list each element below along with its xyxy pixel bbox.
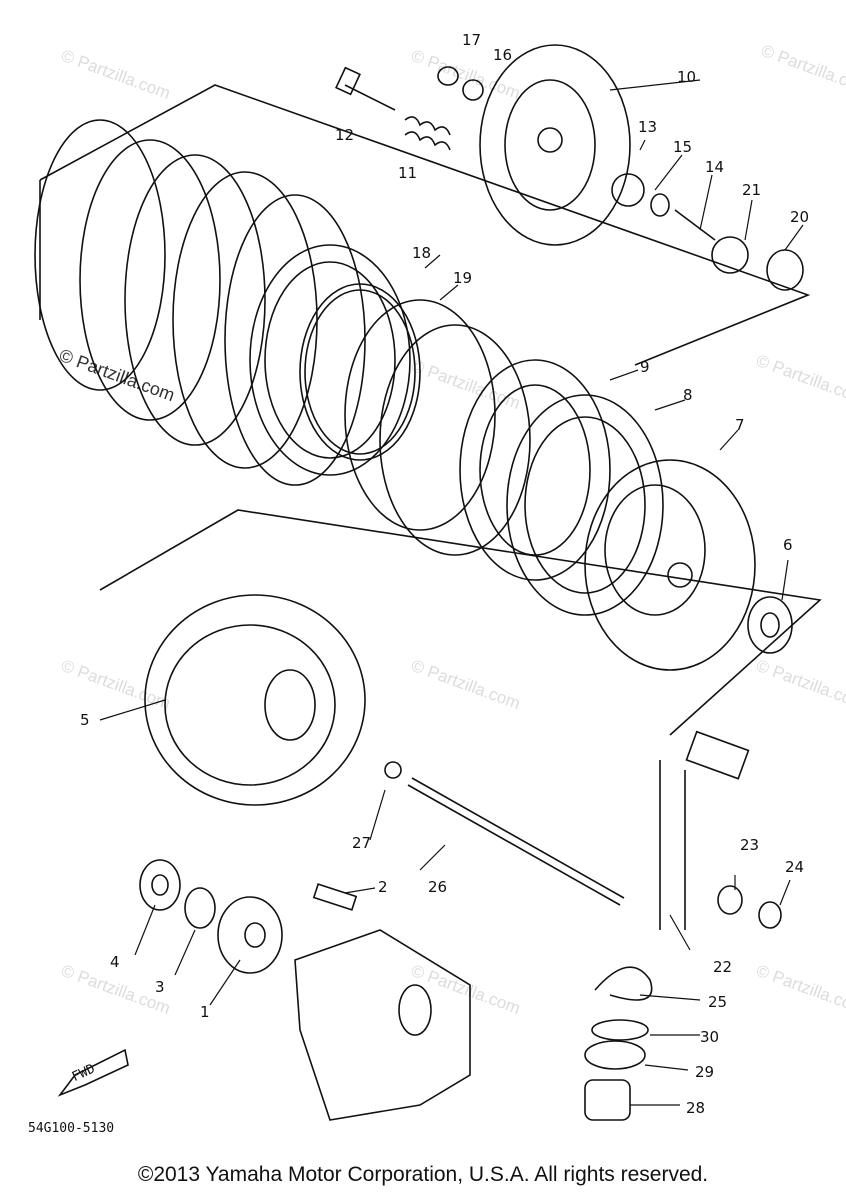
washer-4 <box>139 859 181 911</box>
lock-washer-20 <box>766 249 804 291</box>
spring-11 <box>404 116 451 151</box>
part-number-code: 54G100-5130 <box>28 1121 114 1136</box>
clutch-boss-7 <box>584 459 756 671</box>
watermark: © Partzilla.com <box>754 351 846 408</box>
callout-13: 13 <box>638 118 657 136</box>
oil-seal-23 <box>717 885 743 915</box>
callout-10: 10 <box>677 68 696 86</box>
callout-14: 14 <box>705 158 724 176</box>
callout-4: 4 <box>110 953 120 971</box>
callout-18: 18 <box>412 244 431 262</box>
callout-22: 22 <box>713 958 732 976</box>
friction-plates-upper <box>34 119 366 486</box>
collar-28 <box>584 1079 631 1121</box>
callout-23: 23 <box>740 836 759 854</box>
spring-25 <box>594 966 653 1001</box>
upper-assembly-frame <box>39 84 811 366</box>
gear-1 <box>217 896 283 974</box>
fwd-arrow-icon <box>57 1048 129 1097</box>
wire-ring-19 <box>299 283 421 461</box>
callout-6: 6 <box>783 536 793 554</box>
friction-plate-18 <box>249 244 411 476</box>
copyright-notice: ©2013 Yamaha Motor Corporation, U.S.A. A… <box>137 1163 709 1186</box>
callouts: 1 2 3 4 5 6 7 8 9 10 11 12 13 14 15 16 1… <box>80 31 809 1117</box>
pressure-plate-10 <box>479 44 631 246</box>
callout-20: 20 <box>790 208 809 226</box>
washer-3 <box>184 887 216 929</box>
callout-3: 3 <box>155 978 165 996</box>
circlip-15 <box>650 193 670 217</box>
circlip-30 <box>591 1019 649 1041</box>
callout-8: 8 <box>683 386 693 404</box>
callout-24: 24 <box>785 858 804 876</box>
nut-21 <box>711 236 749 274</box>
push-lever-shaft-22 <box>659 730 750 930</box>
nut-17 <box>437 66 459 86</box>
watermark: © Partzilla.com <box>59 656 173 713</box>
watermark: © Partzilla.com <box>759 41 846 98</box>
callout-7: 7 <box>735 416 745 434</box>
leader-lines <box>99 79 804 1106</box>
watermark: © Partzilla.com <box>754 961 846 1018</box>
plate-13 <box>611 173 645 207</box>
assembly-outlines <box>34 44 822 1121</box>
lower-assembly-frame <box>99 509 822 736</box>
callout-11: 11 <box>398 164 417 182</box>
watermark: © Partzilla.com <box>59 46 173 103</box>
callout-25: 25 <box>708 993 727 1011</box>
ball-27 <box>384 761 402 779</box>
watermark: © Partzilla.com <box>409 356 523 413</box>
callout-16: 16 <box>493 46 512 64</box>
bearing-29 <box>584 1040 646 1070</box>
push-rod-26 <box>407 777 625 906</box>
push-rod-14 <box>674 209 716 241</box>
thrust-washer-6 <box>747 596 793 654</box>
callout-29: 29 <box>695 1063 714 1081</box>
callout-1: 1 <box>200 1003 210 1021</box>
bolt-12 <box>335 66 396 111</box>
callout-9: 9 <box>640 358 650 376</box>
crankcase-cover <box>294 929 471 1121</box>
callout-2: 2 <box>378 878 388 896</box>
callout-17: 17 <box>462 31 481 49</box>
primary-driven-gear-5 <box>144 594 366 806</box>
watermark: © Partzilla.com <box>409 961 523 1018</box>
watermark: © Partzilla.com <box>57 345 178 405</box>
friction-plate-8 <box>506 394 664 616</box>
callout-27: 27 <box>352 834 371 852</box>
callout-15: 15 <box>673 138 692 156</box>
callout-26: 26 <box>428 878 447 896</box>
watermark: © Partzilla.com <box>754 656 846 713</box>
callout-12: 12 <box>335 126 354 144</box>
key-2 <box>312 883 358 911</box>
washer-16 <box>462 79 484 101</box>
watermarks: © Partzilla.com © Partzilla.com © Partzi… <box>57 41 846 1018</box>
friction-plates-lower <box>344 299 531 556</box>
screw-24 <box>758 901 782 929</box>
callout-5: 5 <box>80 711 90 729</box>
callout-21: 21 <box>742 181 761 199</box>
callout-28: 28 <box>686 1099 705 1117</box>
callout-30: 30 <box>700 1028 719 1046</box>
watermark: © Partzilla.com <box>409 656 523 713</box>
callout-19: 19 <box>453 269 472 287</box>
